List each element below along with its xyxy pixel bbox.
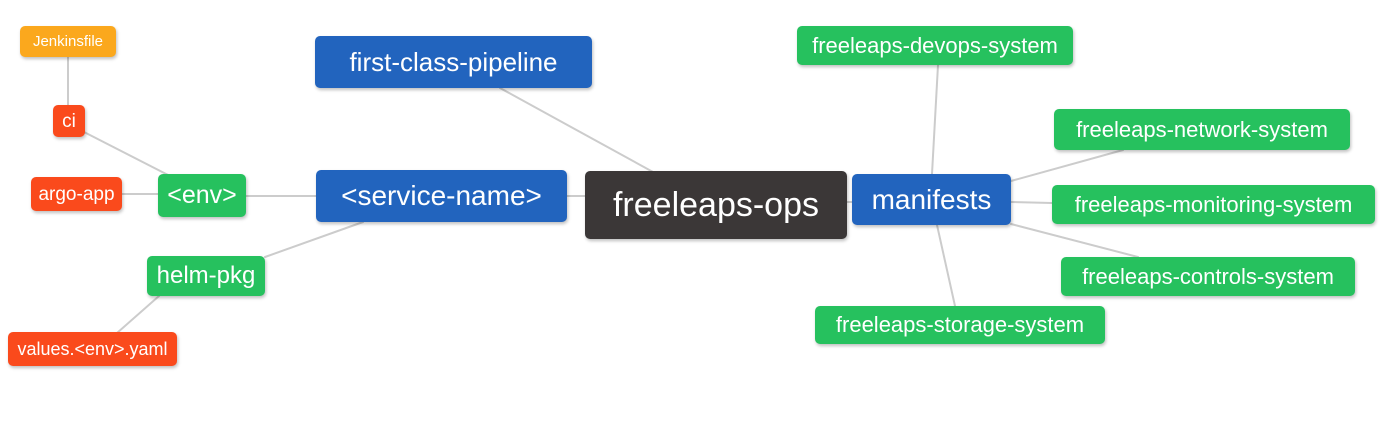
node-argo-app[interactable]: argo-app [31,177,122,211]
node-label: helm-pkg [156,262,256,289]
node-ci[interactable]: ci [53,105,85,137]
node-label: freeleaps-network-system [1076,116,1328,142]
node-label: ci [62,110,76,132]
node-service-name[interactable]: <service-name> [316,170,567,222]
node-label: freeleaps-ops [612,186,819,224]
node-freeleaps-storage-system[interactable]: freeleaps-storage-system [815,306,1105,344]
edge-manifests--freeleaps-controls-system [1010,223,1139,258]
edge-first-class-pipeline--freeleaps-ops [499,87,654,173]
node-helm-pkg[interactable]: helm-pkg [147,256,265,296]
node-label: freeleaps-devops-system [812,32,1058,58]
node-label: <service-name> [341,180,542,211]
node-freeleaps-network-system[interactable]: freeleaps-network-system [1054,109,1350,150]
edge-freeleaps-devops-system--manifests [931,64,939,175]
edge-service-name--helm-pkg [264,221,364,258]
edge-manifests--freeleaps-storage-system [936,224,956,307]
edge-ci--env [83,131,173,178]
node-manifests[interactable]: manifests [852,174,1011,225]
node-label: freeleaps-controls-system [1082,263,1334,289]
node-label: <env> [167,181,237,209]
node-label: manifests [871,183,992,215]
node-label: freeleaps-monitoring-system [1074,191,1353,217]
node-freeleaps-monitoring-system[interactable]: freeleaps-monitoring-system [1052,185,1375,224]
node-env[interactable]: <env> [158,174,246,217]
edge-helm-pkg--values-env-yaml [116,295,160,334]
node-freeleaps-devops-system[interactable]: freeleaps-devops-system [797,26,1073,65]
node-first-class-pipeline[interactable]: first-class-pipeline [315,36,592,88]
node-freeleaps-ops[interactable]: freeleaps-ops [585,171,847,239]
node-values-env-yaml[interactable]: values.<env>.yaml [8,332,177,366]
edge-manifests--freeleaps-network-system [1010,149,1124,182]
node-label: argo-app [38,183,115,205]
edge-manifests--freeleaps-monitoring-system [1010,201,1053,204]
node-label: freeleaps-storage-system [835,312,1085,337]
node-label: first-class-pipeline [349,47,558,77]
node-jenkinsfile[interactable]: Jenkinsfile [20,26,116,57]
node-label: Jenkinsfile [32,33,104,50]
node-freeleaps-controls-system[interactable]: freeleaps-controls-system [1061,257,1355,296]
node-label: values.<env>.yaml [17,339,168,359]
